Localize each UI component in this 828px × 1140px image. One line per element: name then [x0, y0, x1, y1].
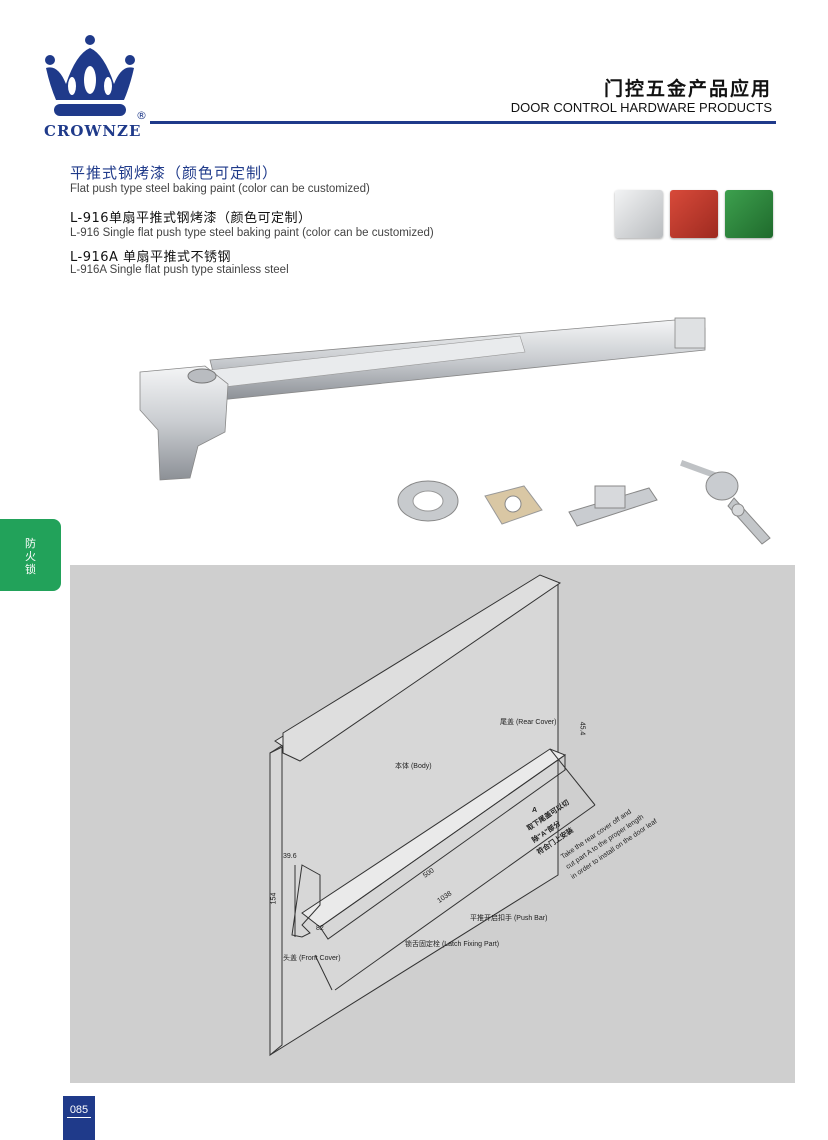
plate-photo — [484, 485, 543, 525]
label-front-cover: 头盖 (Front Cover) — [283, 955, 341, 962]
model2-cn: L-916A 单扇平推式不锈钢 — [70, 250, 232, 265]
brand-name: CROWNZE — [44, 122, 142, 140]
side-tab-label: 防火锁 — [25, 537, 36, 576]
door-outline-drawing — [269, 574, 596, 1057]
cylinder-key-photo — [680, 460, 771, 545]
label-part-a: A — [532, 807, 538, 814]
header-title-en: DOOR CONTROL HARDWARE PRODUCTS — [510, 100, 772, 115]
push-bar-photo — [139, 317, 706, 481]
swatch-stainless — [615, 190, 663, 238]
dim-154: 154 — [270, 892, 278, 905]
header-divider — [150, 121, 776, 124]
label-body: 本体 (Body) — [395, 763, 432, 770]
registered-mark: ® — [136, 109, 147, 122]
model1-cn: L-916单扇平推式钢烤漆（颜色可定制） — [70, 211, 312, 226]
label-latch-fixing: 锁舌固定栓 (Latch Fixing Part) — [405, 941, 500, 948]
model1-en: L-916 Single flat push type steel baking… — [70, 227, 434, 239]
swatch-green — [725, 190, 773, 238]
page-number: 085 — [63, 1096, 95, 1140]
page-number-text: 085 — [69, 1104, 89, 1116]
product-heading-en: Flat push type steel baking paint (color… — [70, 183, 370, 195]
label-push-bar: 平推开启扣手 (Push Bar) — [470, 915, 548, 922]
header-title-cn: 门控五金产品应用 — [603, 78, 772, 100]
swatch-red — [670, 190, 718, 238]
page-number-underline — [67, 1117, 91, 1118]
ring-escutcheon-photo — [397, 480, 459, 522]
installation-diagram: 尾盖 (Rear Cover) 本体 (Body) 平推开启扣手 (Push B… — [70, 565, 795, 1083]
product-heading-cn: 平推式钢烤漆（颜色可定制） — [70, 164, 279, 182]
dim-45-4: 45.4 — [578, 721, 586, 736]
model2-en: L-916A Single flat push type stainless s… — [70, 264, 289, 276]
side-tab-fire-lock[interactable]: 防火锁 — [0, 519, 61, 591]
dim-82: 82 — [316, 925, 324, 932]
crown-logo-icon — [45, 35, 135, 116]
dim-39-6: 39.6 — [283, 853, 297, 860]
label-rear-cover: 尾盖 (Rear Cover) — [500, 719, 557, 726]
strike-plate-photo — [568, 485, 658, 527]
